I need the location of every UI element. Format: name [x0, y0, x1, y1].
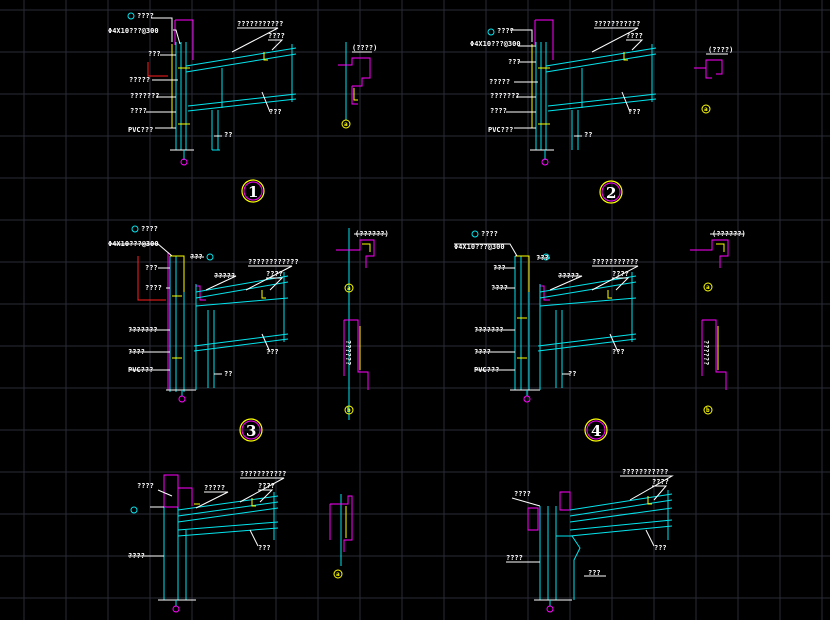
- detail-3-sub-note: (??????): [355, 230, 389, 238]
- detail-4-label-d: ????: [474, 348, 491, 356]
- detail-4-label-a: ???: [493, 264, 506, 272]
- detail-2-bolt-spec: Φ4X10???@300: [470, 40, 521, 48]
- detail-4-callout-b: b: [706, 407, 710, 414]
- detail-3-label-d: ????: [128, 348, 145, 356]
- detail-4-purlin-label: ????: [612, 270, 629, 278]
- detail-1-top-note: ???????????: [237, 20, 283, 28]
- detail-1-label-d: ????: [130, 107, 147, 115]
- detail-1[interactable]: ???? Φ4X10???@300 ??? ????? ??????? ????…: [108, 12, 377, 203]
- detail-6[interactable]: ???? ??????????? ???? ??? ???? ???: [506, 468, 674, 613]
- detail-2-label-c: ???????: [490, 92, 520, 100]
- detail-2-bottom-label: ??: [584, 131, 592, 139]
- detail-3-callout-a: a: [347, 285, 351, 292]
- detail-6-beam-label: ???: [654, 544, 667, 552]
- detail-2-beam-label: ???: [628, 108, 641, 116]
- detail-4-mark: ???: [536, 254, 549, 262]
- detail-2-number-badge: 2: [599, 180, 623, 204]
- detail-5-callout-a: a: [336, 571, 340, 578]
- detail-1-tag: ????: [137, 12, 154, 20]
- detail-1-beam-label: ???: [269, 108, 282, 116]
- detail-5[interactable]: ???? ????? ??????????? ???? ??? ???? a: [128, 470, 353, 613]
- detail-1-callout-a: a: [344, 121, 348, 128]
- detail-4-sub-note: (??????): [712, 230, 746, 238]
- detail-5-tag: ????: [137, 482, 154, 490]
- detail-2-callout-a: a: [704, 106, 708, 113]
- detail-3-label-c: ???????: [128, 326, 158, 334]
- detail-1-bolt-spec: Φ4X10???@300: [108, 27, 159, 35]
- detail-4-vertical-label: ??????: [702, 340, 710, 365]
- detail-4-top-note: ???????????: [592, 258, 638, 266]
- detail-3-callout-b: b: [347, 407, 351, 414]
- detail-3-vertical-label: ??????: [344, 340, 352, 365]
- detail-3-pvc-label: PVC???: [128, 366, 153, 374]
- detail-5-gutter: ?????: [204, 484, 225, 492]
- detail-3-bottom-label: ??: [224, 370, 232, 378]
- detail-4-callout-a: a: [706, 284, 710, 291]
- detail-2-number: 2: [606, 184, 616, 202]
- detail-1-number: 1: [248, 183, 258, 201]
- detail-4-gutter: ?????: [558, 272, 579, 280]
- detail-3-tag: ????: [141, 225, 158, 233]
- detail-2-pvc-label: PVC???: [488, 126, 513, 134]
- detail-4-pvc-label: PVC???: [474, 366, 499, 374]
- detail-2-label-b: ?????: [489, 78, 510, 86]
- detail-6-tag: ????: [514, 490, 531, 498]
- detail-5-beam-label: ???: [258, 544, 271, 552]
- detail-2-top-note: ???????????: [594, 20, 640, 28]
- detail-4-label-c: ???????: [474, 326, 504, 334]
- detail-1-label-a: ???: [148, 50, 161, 58]
- detail-1-purlin-label: ????: [268, 32, 285, 40]
- detail-3-label-b: ????: [145, 284, 162, 292]
- detail-5-top-note: ???????????: [240, 470, 286, 478]
- detail-6-column-label: ????: [506, 554, 523, 562]
- detail-3[interactable]: ???? Φ4X10???@300 ??? ???? ??????? ???? …: [108, 225, 389, 442]
- detail-1-sub-note: (????): [352, 44, 377, 52]
- detail-3-gutter: ?????: [214, 272, 235, 280]
- detail-4-number: 4: [591, 422, 601, 440]
- detail-2-sub-note: (????): [708, 46, 733, 54]
- detail-3-number-badge: 3: [239, 418, 263, 442]
- detail-6-bottom-label: ???: [588, 569, 601, 577]
- detail-1-number-badge: 1: [241, 179, 265, 203]
- detail-2-purlin-label: ????: [626, 32, 643, 40]
- detail-4-bolt-spec: Φ4X10???@300: [454, 243, 505, 251]
- detail-2[interactable]: ???? Φ4X10???@300 ??? ????? ??????? ????…: [470, 19, 733, 204]
- detail-3-number: 3: [246, 422, 256, 440]
- detail-6-top-note: ???????????: [622, 468, 668, 476]
- detail-3-beam-label: ???: [266, 348, 279, 356]
- detail-4-bottom-label: ??: [568, 370, 576, 378]
- detail-2-tag: ????: [497, 27, 514, 35]
- detail-1-label-b: ?????: [129, 76, 150, 84]
- detail-3-bolt-spec: Φ4X10???@300: [108, 240, 159, 248]
- detail-5-purlin-label: ????: [258, 482, 275, 490]
- detail-5-column-label: ????: [128, 552, 145, 560]
- detail-6-purlin-label: ????: [652, 478, 669, 486]
- detail-1-pvc-label: PVC???: [128, 126, 153, 134]
- detail-4-tag: ????: [481, 230, 498, 238]
- detail-3-mark: ???: [190, 253, 203, 261]
- detail-2-label-a: ???: [508, 58, 521, 66]
- detail-4-label-b: ????: [491, 284, 508, 292]
- detail-1-label-c: ???????: [130, 92, 160, 100]
- detail-3-label-a: ???: [145, 264, 158, 272]
- detail-3-top-note: ????????????: [248, 258, 299, 266]
- detail-4-beam-label: ???: [612, 348, 625, 356]
- detail-4[interactable]: ???? Φ4X10???@300 ??? ???? ??????? ???? …: [454, 230, 746, 442]
- detail-3-purlin-label: ????: [266, 270, 283, 278]
- detail-1-bottom-label: ??: [224, 131, 232, 139]
- detail-2-label-d: ????: [490, 107, 507, 115]
- detail-4-number-badge: 4: [584, 418, 608, 442]
